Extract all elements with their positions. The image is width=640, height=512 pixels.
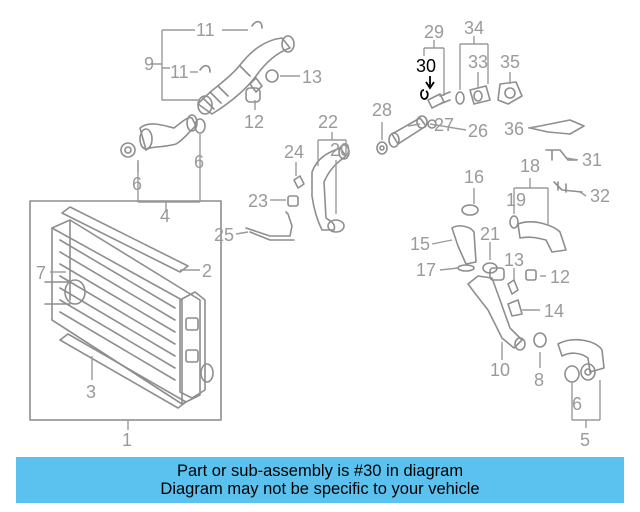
callout-6-left: 6 (132, 174, 142, 194)
callout-2: 2 (202, 261, 212, 281)
callout-25: 25 (214, 225, 234, 245)
callout-30-highlight: 30 (416, 56, 436, 76)
callout-32: 32 (590, 186, 610, 206)
callout-12-upper: 12 (244, 112, 264, 132)
callout-20: 20 (330, 140, 350, 160)
callout-23: 23 (248, 191, 268, 211)
leader-lines (50, 29, 601, 430)
callout-27: 27 (434, 115, 454, 135)
bottom-right-hose (557, 338, 605, 383)
center-pipe (245, 144, 350, 241)
callout-24: 24 (284, 142, 304, 162)
callout-6-upper: 6 (194, 152, 204, 172)
banner-line-part-info: Part or sub-assembly is #30 in diagram (176, 462, 464, 480)
callout-29: 29 (424, 22, 444, 42)
callout-5: 5 (580, 430, 590, 450)
callout-15: 15 (410, 234, 430, 254)
info-banner: Part or sub-assembly is #30 in diagram D… (16, 457, 624, 503)
callout-35: 35 (500, 52, 520, 72)
upper-mid-pipe (376, 91, 451, 155)
callout-26: 26 (468, 121, 488, 141)
callout-28: 28 (372, 100, 392, 120)
callout-7: 7 (36, 263, 46, 283)
banner-line-disclaimer: Diagram may not be specific to your vehi… (160, 480, 480, 498)
callout-6-right: 6 (572, 394, 582, 414)
callout-11-mid: 11 (170, 62, 189, 82)
callout-21: 21 (480, 224, 500, 244)
callout-16: 16 (464, 167, 484, 187)
callout-13-upper: 13 (302, 67, 322, 87)
callout-18: 18 (520, 156, 540, 176)
callout-14: 14 (544, 301, 564, 321)
part-30-clip (420, 76, 435, 100)
lower-right-pipe (467, 267, 547, 351)
callout-13-right: 13 (504, 250, 524, 270)
left-hose (120, 114, 206, 158)
callout-4: 4 (160, 206, 170, 226)
intercooler-assembly (29, 200, 222, 421)
callout-17: 17 (416, 260, 436, 280)
callout-labels: 1 2 3 4 5 6 6 6 7 8 9 10 11 11 12 12 13 … (36, 18, 610, 450)
callout-31: 31 (582, 150, 602, 170)
callout-34: 34 (464, 18, 484, 38)
right-top-parts (455, 81, 585, 135)
upper-left-hose (197, 20, 295, 115)
callout-10: 10 (490, 360, 510, 380)
callout-8: 8 (534, 370, 544, 390)
callout-19: 19 (506, 190, 526, 210)
callout-33: 33 (468, 52, 488, 72)
callout-36: 36 (504, 119, 524, 139)
parts-diagram: 1 2 3 4 5 6 6 6 7 8 9 10 11 11 12 12 13 … (29, 18, 610, 450)
callout-9: 9 (144, 54, 154, 74)
callout-22: 22 (318, 112, 338, 132)
callout-11-top: 11 (196, 20, 215, 40)
callout-1: 1 (122, 430, 132, 450)
callout-12-right: 12 (550, 267, 570, 287)
right-brackets (545, 149, 583, 193)
callout-3: 3 (86, 382, 96, 402)
